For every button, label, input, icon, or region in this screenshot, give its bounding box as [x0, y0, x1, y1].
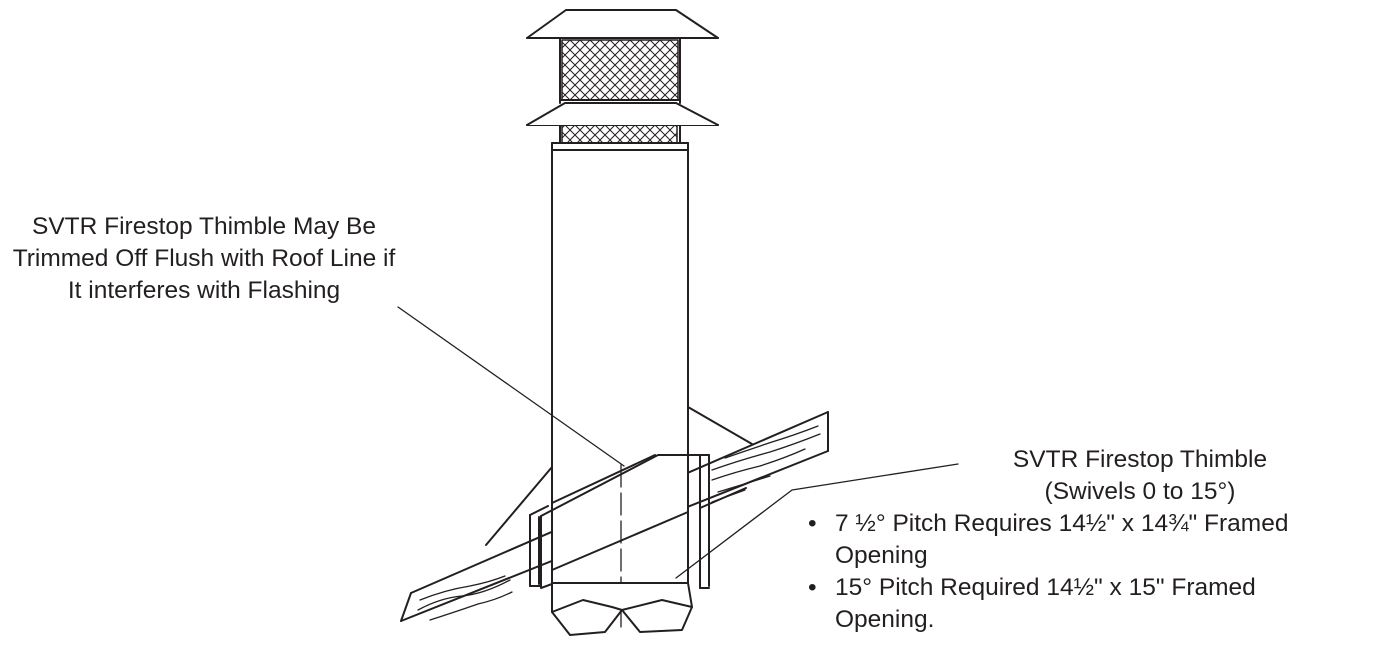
bullet-icon: • [808, 510, 817, 537]
top-cap [526, 9, 719, 45]
thimble-callout: SVTR Firestop Thimble (Swivels 0 to 15°) [960, 444, 1320, 508]
thimble-callout-line: (Swivels 0 to 15°) [1044, 478, 1236, 505]
requirement-line: 15° Pitch Required 14½" x 15" Framed [835, 574, 1256, 601]
list-item: • 15° Pitch Required 14½" x 15" Framed O… [808, 572, 1387, 636]
roof-bracket [485, 406, 753, 546]
thimble-callout-line: SVTR Firestop Thimble [1012, 446, 1268, 473]
trim-note-line: Trimmed Off Flush with Roof Line if [12, 245, 396, 272]
lower-cap [526, 99, 719, 144]
chimney-pipe [551, 142, 689, 584]
bullet-icon: • [808, 574, 817, 601]
leader-lines [397, 306, 959, 579]
framing-requirements-list: • 7 ½° Pitch Requires 14½" x 14¾" Framed… [808, 508, 1387, 636]
requirement-line: Opening [835, 542, 928, 569]
requirement-line: 7 ½° Pitch Requires 14½" x 14¾" Framed [835, 510, 1289, 537]
firestop-thimble [529, 454, 710, 589]
leader-line-thimble [675, 463, 959, 579]
leader-line-trim-note [397, 306, 625, 467]
list-item: • 7 ½° Pitch Requires 14½" x 14¾" Framed… [808, 508, 1387, 572]
trim-note-line: It interferes with Flashing [67, 277, 341, 304]
termination-mesh [559, 39, 681, 101]
requirement-line: Opening. [835, 606, 935, 633]
pipe-cut-end [551, 582, 693, 636]
trim-note-callout: SVTR Firestop Thimble May Be Trimmed Off… [0, 211, 408, 307]
trim-note-line: SVTR Firestop Thimble May Be [31, 213, 377, 240]
